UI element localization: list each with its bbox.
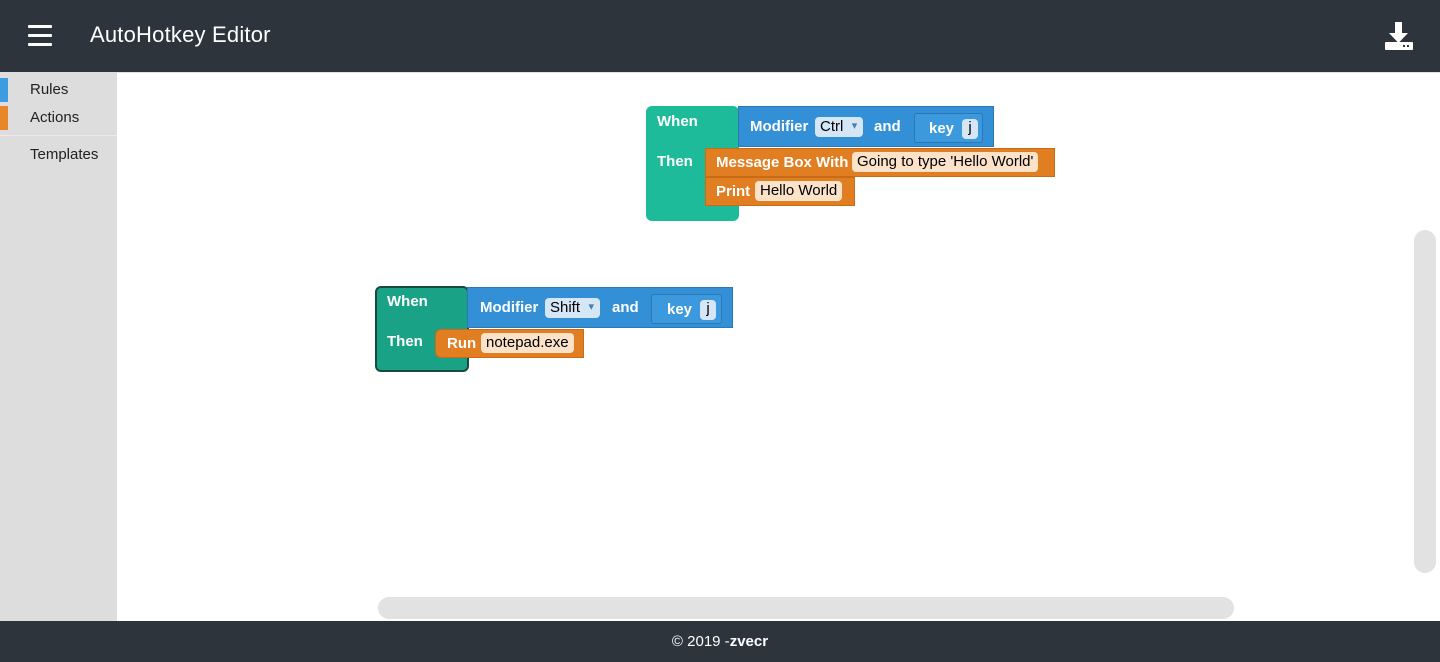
hamburger-menu-icon[interactable] bbox=[24, 22, 56, 50]
footer-copyright: © 2019 -zvecr bbox=[0, 633, 1440, 650]
message-box-action-block[interactable]: Message Box With Going to type 'Hello Wo… bbox=[705, 148, 1055, 177]
and-label: and bbox=[612, 299, 639, 316]
run-action-block[interactable]: Run notepad.exe bbox=[435, 329, 584, 358]
vertical-scrollbar[interactable] bbox=[1414, 230, 1436, 573]
action-label: Message Box With bbox=[716, 154, 849, 171]
download-icon[interactable] bbox=[1384, 20, 1414, 52]
key-value-field[interactable]: j bbox=[700, 300, 716, 320]
app-title: AutoHotkey Editor bbox=[90, 22, 271, 47]
app-footer: © 2019 -zvecr bbox=[0, 621, 1440, 662]
message-text-field[interactable]: Going to type 'Hello World' bbox=[852, 152, 1039, 172]
when-label: When bbox=[657, 113, 698, 130]
modifier-condition-block[interactable]: Modifier Ctrl and key j bbox=[738, 106, 994, 147]
category-color-bar bbox=[0, 78, 8, 102]
block-workspace[interactable]: When Then Modifier Ctrl and key j Messag… bbox=[117, 72, 1440, 621]
category-label: Templates bbox=[30, 146, 99, 163]
category-label: Actions bbox=[30, 109, 80, 126]
then-label: Then bbox=[387, 333, 423, 350]
and-label: and bbox=[874, 118, 901, 135]
modifier-dropdown[interactable]: Ctrl bbox=[815, 117, 864, 137]
then-label: Then bbox=[657, 153, 693, 170]
toolbox-category-actions[interactable]: Actions bbox=[0, 105, 117, 131]
key-block[interactable]: key j bbox=[914, 113, 983, 143]
category-color-bar bbox=[0, 106, 8, 130]
horizontal-scrollbar[interactable] bbox=[378, 597, 1234, 619]
toolbox-separator bbox=[0, 135, 117, 136]
run-command-field[interactable]: notepad.exe bbox=[481, 333, 574, 353]
key-label: key bbox=[929, 120, 955, 137]
when-label: When bbox=[387, 293, 428, 310]
toolbox-category-templates[interactable]: Templates bbox=[0, 142, 117, 168]
block-toolbox: Rules Actions Templates bbox=[0, 72, 117, 621]
author-name: zvecr bbox=[729, 633, 769, 650]
print-text-field[interactable]: Hello World bbox=[755, 181, 843, 201]
copyright-text: © 2019 - bbox=[671, 633, 730, 650]
toolbox-category-rules[interactable]: Rules bbox=[0, 77, 117, 103]
app-header: AutoHotkey Editor bbox=[0, 0, 1440, 72]
key-block[interactable]: key j bbox=[651, 294, 722, 324]
key-value-field[interactable]: j bbox=[962, 119, 978, 139]
modifier-label: Modifier bbox=[480, 299, 539, 316]
category-label: Rules bbox=[30, 81, 69, 98]
print-action-block[interactable]: Print Hello World bbox=[705, 177, 855, 206]
modifier-dropdown[interactable]: Shift bbox=[545, 298, 601, 318]
action-label: Print bbox=[716, 183, 751, 200]
modifier-label: Modifier bbox=[750, 118, 809, 135]
modifier-condition-block[interactable]: Modifier Shift and key j bbox=[467, 287, 733, 328]
key-label: key bbox=[667, 301, 693, 318]
action-label: Run bbox=[447, 335, 477, 352]
